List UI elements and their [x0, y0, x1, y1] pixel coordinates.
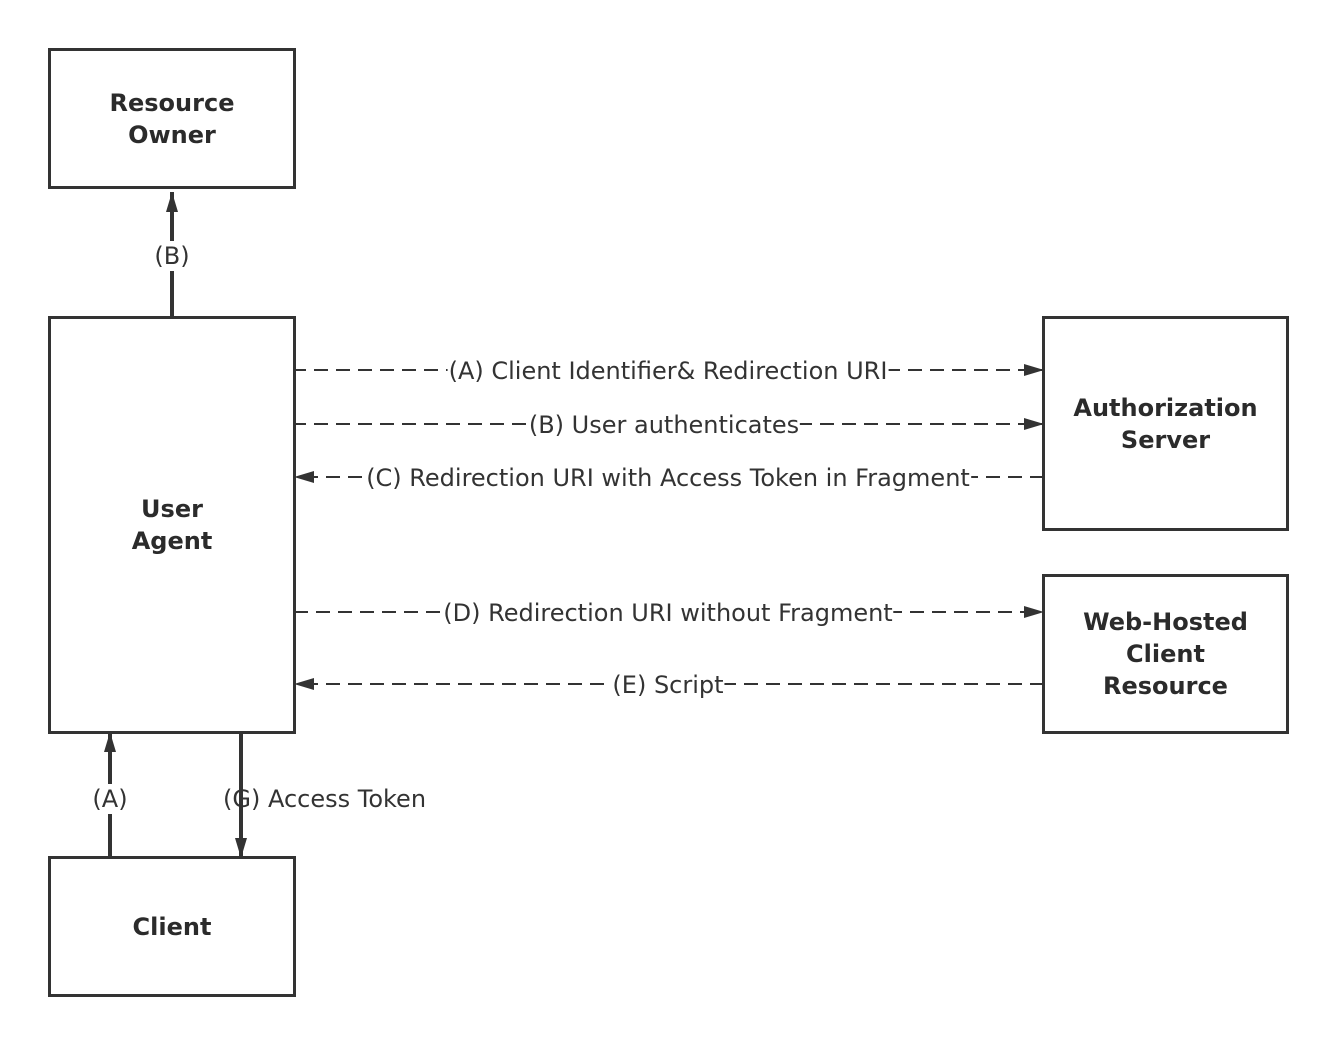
edge-d-web-label: (D) Redirection URI without Fragment	[442, 598, 894, 628]
edge-b-auth-label: (B) User authenticates	[527, 410, 801, 440]
node-resource-owner: Resource Owner	[48, 48, 296, 189]
edge-g-client-label: (G) Access Token	[223, 785, 427, 813]
edge-a-auth-label: (A) Client Identifier& Redirection URI	[447, 356, 889, 386]
node-authorization-server: Authorization Server	[1042, 316, 1289, 531]
node-user-agent-label: User Agent	[131, 495, 213, 555]
edge-b-owner-label: (B)	[153, 241, 191, 271]
edge-a-client-label: (A)	[91, 784, 129, 814]
node-web-hosted-client-resource-label: Web-Hosted Client Resource	[1083, 608, 1248, 700]
edge-c-auth-label: (C) Redirection URI with Access Token in…	[365, 463, 971, 493]
node-client-label: Client	[132, 912, 212, 941]
node-authorization-server-label: Authorization Server	[1073, 393, 1258, 454]
edge-e-web-label: (E) Script	[611, 670, 725, 700]
node-user-agent: User Agent	[48, 316, 296, 734]
node-web-hosted-client-resource: Web-Hosted Client Resource	[1042, 574, 1289, 734]
node-resource-owner-label: Resource Owner	[109, 88, 235, 149]
node-client: Client	[48, 856, 296, 997]
